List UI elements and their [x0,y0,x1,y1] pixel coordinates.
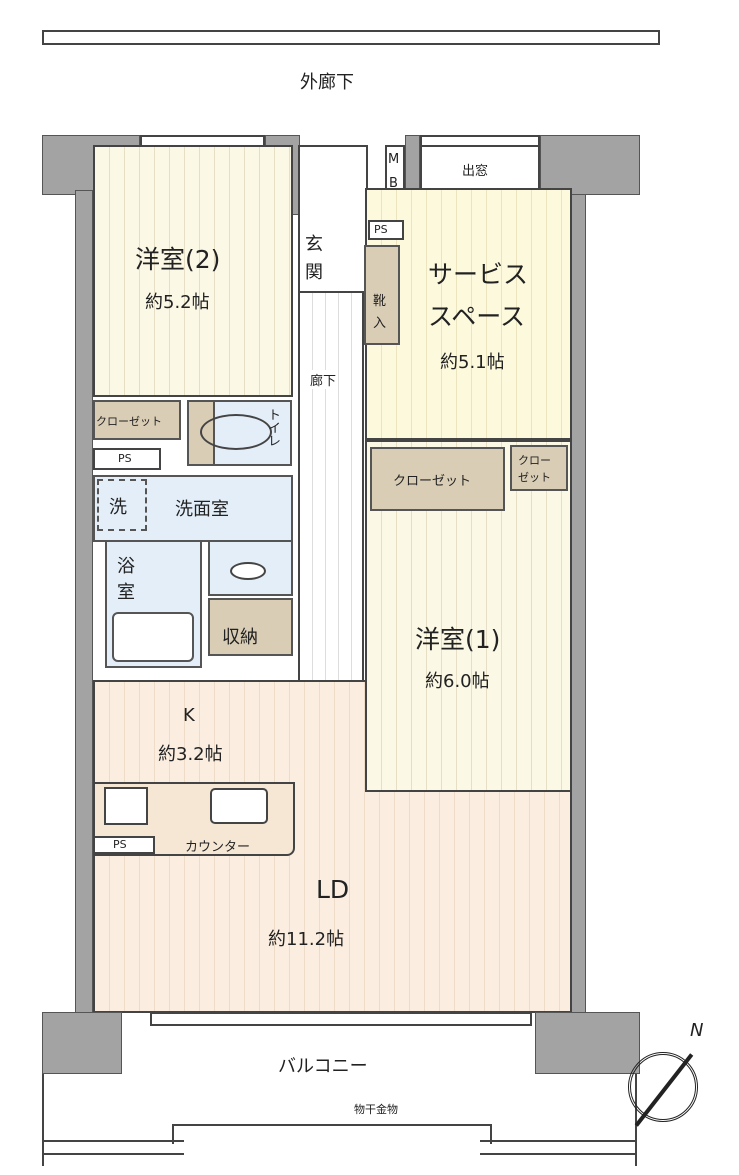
storage [208,598,293,656]
closet-service-label-1: クロー [518,454,551,467]
western2-size: 約5.2帖 [145,292,210,313]
entrance-label-2: 関 [305,262,323,283]
north-label: N [690,1020,704,1041]
wall-right [570,190,586,1015]
ps-kitchen [93,836,155,854]
bathtub-icon [112,612,194,662]
balcony-rail-bottom-right [480,1140,637,1155]
compass-needle-icon [634,1053,694,1127]
kitchen-name: K [183,705,195,726]
balcony-rail-bottom [42,1140,184,1155]
balcony [42,1074,637,1166]
shoe-label-1: 靴 [373,294,387,309]
toilet-tank [187,400,215,466]
wall-top-right [540,135,640,195]
wall-left [75,190,93,1015]
washer-label: 洗 [109,497,127,518]
closet-service [510,445,568,491]
counter-label: カウンター [185,840,251,855]
entrance [298,145,368,293]
service-name-2: スペース [428,302,526,331]
outer-corridor-label: 外廊下 [300,72,354,93]
shoe-label-2: 入 [373,316,387,331]
entrance-label-1: 玄 [305,234,323,255]
ps-entrance-label: PS [374,223,388,236]
closet-service-label-2: ゼット [518,471,551,484]
toilet-bowl-icon [200,414,272,450]
hallway [298,293,364,683]
washer-space [97,479,147,531]
kitchen-sink-icon [210,788,268,824]
washroom-label: 洗面室 [175,499,229,520]
room-western-2 [93,145,293,397]
stove-icon [104,787,148,825]
toilet-label: トイレ [265,408,280,447]
outer-corridor-bar [42,30,660,45]
mb-label-1: M [388,152,400,167]
wall-balcony-right [535,1012,640,1074]
sink-basin-icon [230,562,266,580]
shoe-cabinet [364,245,400,345]
bay-window [420,145,540,190]
kitchen-size: 約3.2帖 [158,744,223,765]
closet-western1 [370,447,505,511]
ps-entrance [368,220,404,240]
closet-western2-label: クローゼット [96,415,162,428]
bay-window-label: 出窓 [462,164,489,179]
bath-label-1: 浴 [117,556,135,577]
bath-label-2: 室 [117,582,135,603]
western1-size: 約6.0帖 [425,671,490,692]
ld-size: 約11.2帖 [268,929,345,950]
storage-label: 収納 [222,627,258,648]
service-name-1: サービス [428,260,529,289]
ps-western2-label: PS [118,452,132,465]
closet-western2 [93,400,181,440]
hallway-label: 廊下 [310,370,337,389]
mb-label-2: B [389,176,398,191]
wall-balcony-left [42,1012,122,1074]
ld-name: LD [316,875,350,904]
western2-name: 洋室(2) [135,245,221,274]
service-size: 約5.1帖 [440,352,505,373]
balcony-label: バルコニー [278,1056,368,1077]
closet-western1-label: クローゼット [393,474,472,489]
ps-kitchen-label: PS [113,838,127,851]
compass-icon [628,1052,698,1127]
drying-hardware-label: 物干金物 [354,1103,398,1116]
balcony-rail-mid [172,1124,492,1144]
room-western-1-cover [365,680,572,792]
ps-western2 [93,448,161,470]
western1-name: 洋室(1) [415,625,501,654]
window-ld [150,1012,532,1026]
